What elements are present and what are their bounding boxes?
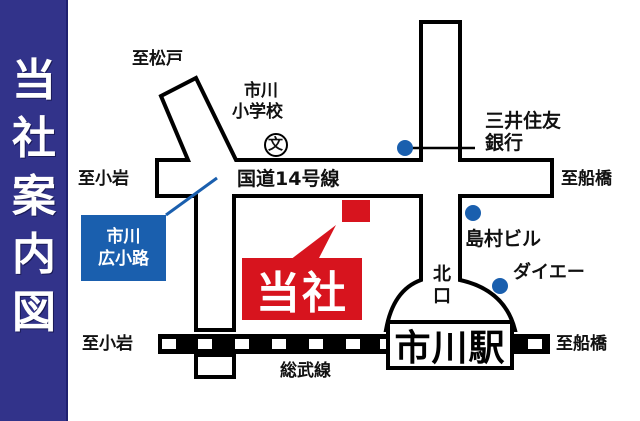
page-title: 当 社 案 内 図 [0, 52, 68, 342]
bank-label-line1: 三井住友 [485, 110, 562, 132]
title-sidebar: 当 社 案 内 図 [0, 0, 68, 421]
bank-label-line2: 銀行 [485, 132, 524, 154]
direction-funabashi-road: 至船橋 [561, 169, 612, 189]
title-char: 図 [12, 287, 56, 338]
title-char: 内 [12, 229, 56, 280]
school-label-line1: 市川 [244, 81, 278, 101]
direction-matsudo: 至松戸 [132, 49, 183, 69]
north-exit-char2: 口 [433, 286, 451, 307]
direction-koiwa-rail: 至小岩 [82, 334, 133, 354]
railway-sobu [158, 334, 550, 354]
title-char: 案 [12, 171, 56, 222]
route14-label: 国道14号線 [237, 168, 340, 190]
company-callout-pointer [290, 225, 336, 260]
direction-koiwa-road: 至小岩 [78, 169, 129, 189]
school-label-line2: 小学校 [232, 102, 283, 122]
ichikawa-station: 市川駅 [386, 320, 514, 370]
title-char: 当 [12, 55, 56, 106]
school-icon [264, 133, 288, 157]
hirokoji-callout: 市川 広小路 [81, 215, 166, 281]
company-label: 当社 [242, 258, 362, 320]
hirokoji-pointer-line [165, 176, 218, 217]
direction-funabashi-rail: 至船橋 [556, 334, 607, 354]
company-location-marker [342, 200, 370, 222]
shimamura-marker [465, 205, 481, 221]
north-exit-char1: 北 [433, 264, 451, 285]
bank-marker [397, 140, 413, 156]
road-south-stub [194, 353, 236, 379]
sobu-line-label: 総武線 [280, 361, 331, 381]
road-network [155, 20, 554, 332]
daiei-label: ダイエー [513, 262, 585, 283]
school-symbol-glyph: 文 [268, 135, 284, 153]
daiei-marker [492, 278, 508, 294]
hirokoji-line1: 市川 [106, 227, 141, 247]
hirokoji-line2: 広小路 [98, 249, 149, 269]
shimamura-label: 島村ビル [465, 228, 542, 250]
title-char: 社 [12, 113, 56, 164]
